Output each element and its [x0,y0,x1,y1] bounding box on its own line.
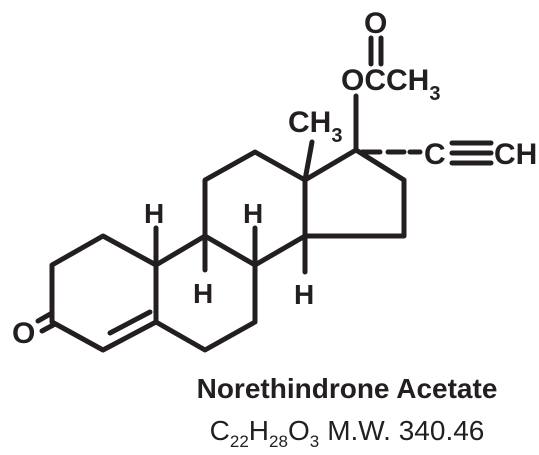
alkyne-carbon-label: C [424,138,446,171]
h-c14-label: H [294,279,314,310]
formula-mw: M.W. 340.46 [327,415,484,446]
formula-c-count: 22 [230,432,249,451]
acetate-carbonyl-oxygen-label: O [364,7,387,40]
formula-c: C [210,415,230,446]
ring-c-bonds [202,149,308,268]
acetate-group-main: OCCH [341,64,429,97]
methyl-subscript: 3 [331,125,342,147]
formula-o: O [288,415,310,446]
h-c9-label: H [193,278,213,309]
acetate-group-label: OCCH3 [341,64,440,105]
ketone-double-bond-a [35,310,55,324]
ring-d-bonds [302,147,407,239]
ketone-double-bond-b [39,321,58,334]
double-bond-c4-c5 [107,309,153,336]
ring-a-bonds [49,233,159,353]
acetate-group-subscript: 3 [429,83,440,105]
h-c8-label: H [243,198,263,229]
formula-o-count: 3 [310,432,319,451]
alkyne-ch-label: CH [494,138,537,171]
methyl-main: CH [288,106,331,139]
h-c10-label: H [144,198,164,229]
ketone-oxygen-label: O [12,317,35,350]
formula-h: H [249,415,269,446]
ring-b-bonds [153,233,258,353]
methyl-label: CH3 [288,106,342,147]
formula-h-count: 28 [269,432,288,451]
compound-name: Norethindrone Acetate [197,373,498,404]
molecular-formula: C22H28O3 M.W. 340.46 [210,415,485,451]
methyl-bond [302,139,315,183]
